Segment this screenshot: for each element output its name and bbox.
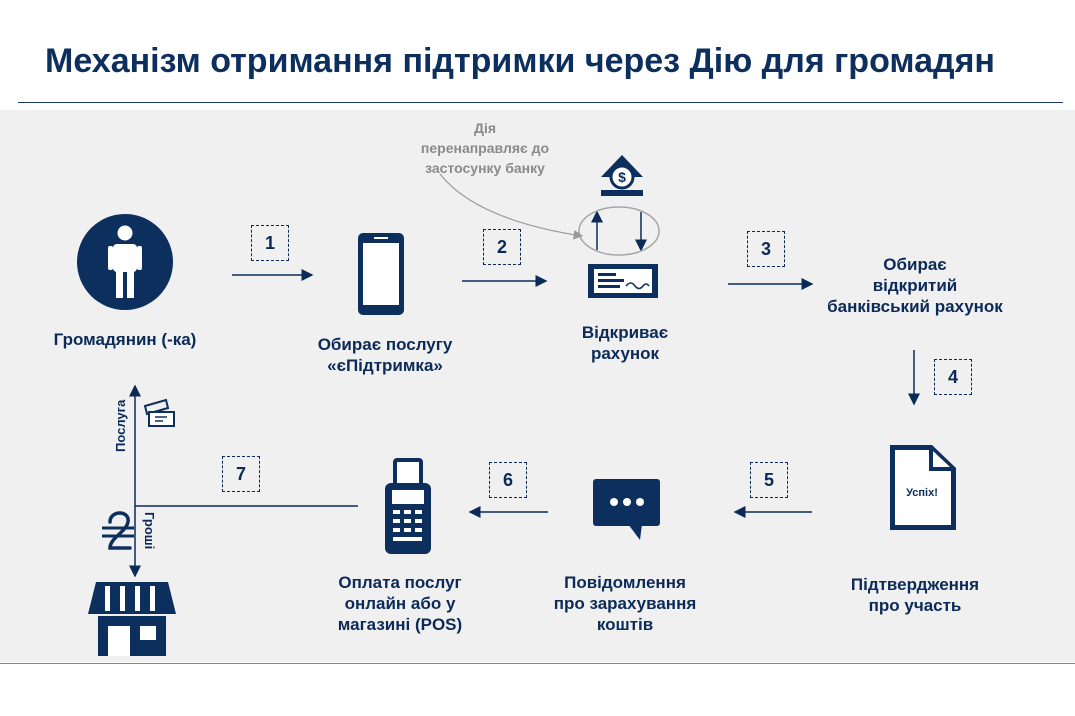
hryvnia-icon xyxy=(102,511,134,550)
choose-service-line-2: «єПідтримка» xyxy=(327,356,443,375)
payment-label: Оплата послуг онлайн або у магазині (POS… xyxy=(315,572,485,635)
phone-icon xyxy=(358,233,404,315)
step-7: 7 xyxy=(222,456,260,492)
success-text: Успіх! xyxy=(906,487,938,499)
document-icon xyxy=(890,445,956,530)
svg-text:$: $ xyxy=(618,169,626,185)
note-line-2: перенаправляє до xyxy=(420,140,550,156)
choose-service-label: Обирає послугу «єПідтримка» xyxy=(295,334,475,376)
choose-account-line-2: відкритий xyxy=(872,276,958,295)
step-1: 1 xyxy=(251,225,289,261)
title-divider xyxy=(18,102,1063,103)
bottom-divider xyxy=(0,663,1075,664)
page-title: Механізм отримання підтримки через Дію д… xyxy=(45,42,995,80)
redirect-arrows xyxy=(439,173,660,256)
money-label: Гроші xyxy=(142,512,157,550)
choose-account-line-3: банківський рахунок xyxy=(827,297,1003,316)
step-4: 4 xyxy=(934,359,972,395)
choose-account-line-1: Обирає xyxy=(883,255,947,274)
step-2: 2 xyxy=(483,229,521,265)
bank-icon: $ xyxy=(601,155,643,196)
pos-terminal-icon xyxy=(385,458,431,554)
citizen-label: Громадянин (-ка) xyxy=(35,329,215,350)
citizen-text: Громадянин (-ка) xyxy=(53,330,197,349)
shop-icon xyxy=(88,582,176,656)
open-account-label: Відкриває рахунок xyxy=(565,322,685,364)
notification-line-3: коштів xyxy=(596,615,654,634)
open-account-line-1: Відкриває xyxy=(581,323,669,342)
confirmation-line-1: Підтвердження xyxy=(850,575,980,594)
cheque-icon xyxy=(588,264,658,298)
person-icon xyxy=(77,214,173,310)
note-line-1: Дія xyxy=(473,120,497,136)
open-account-line-2: рахунок xyxy=(590,344,660,363)
notification-line-1: Повідомлення xyxy=(564,573,686,592)
note-line-3: застосунку банку xyxy=(425,160,545,176)
bank-redirect-note: Дія перенаправляє до застосунку банку xyxy=(400,118,570,178)
chat-icon xyxy=(593,479,660,540)
diagram-panel xyxy=(0,110,1075,662)
confirmation-line-2: про участь xyxy=(868,596,962,615)
ticket-icon xyxy=(143,398,175,427)
step-6: 6 xyxy=(489,462,527,498)
notification-line-2: про зарахування xyxy=(553,594,697,613)
notification-label: Повідомлення про зарахування коштів xyxy=(535,572,715,635)
choose-service-line-1: Обирає послугу xyxy=(317,335,453,354)
step-5: 5 xyxy=(750,462,788,498)
flow-arrows xyxy=(129,269,920,578)
choose-account-label: Обирає відкритий банківський рахунок xyxy=(805,254,1025,317)
step-3: 3 xyxy=(747,231,785,267)
confirmation-label: Підтвердження про участь xyxy=(835,574,995,616)
payment-line-1: Оплата послуг xyxy=(338,573,462,592)
payment-line-3: магазині (POS) xyxy=(337,615,463,634)
service-label: Послуга xyxy=(113,399,128,452)
payment-line-2: онлайн або у xyxy=(344,594,456,613)
